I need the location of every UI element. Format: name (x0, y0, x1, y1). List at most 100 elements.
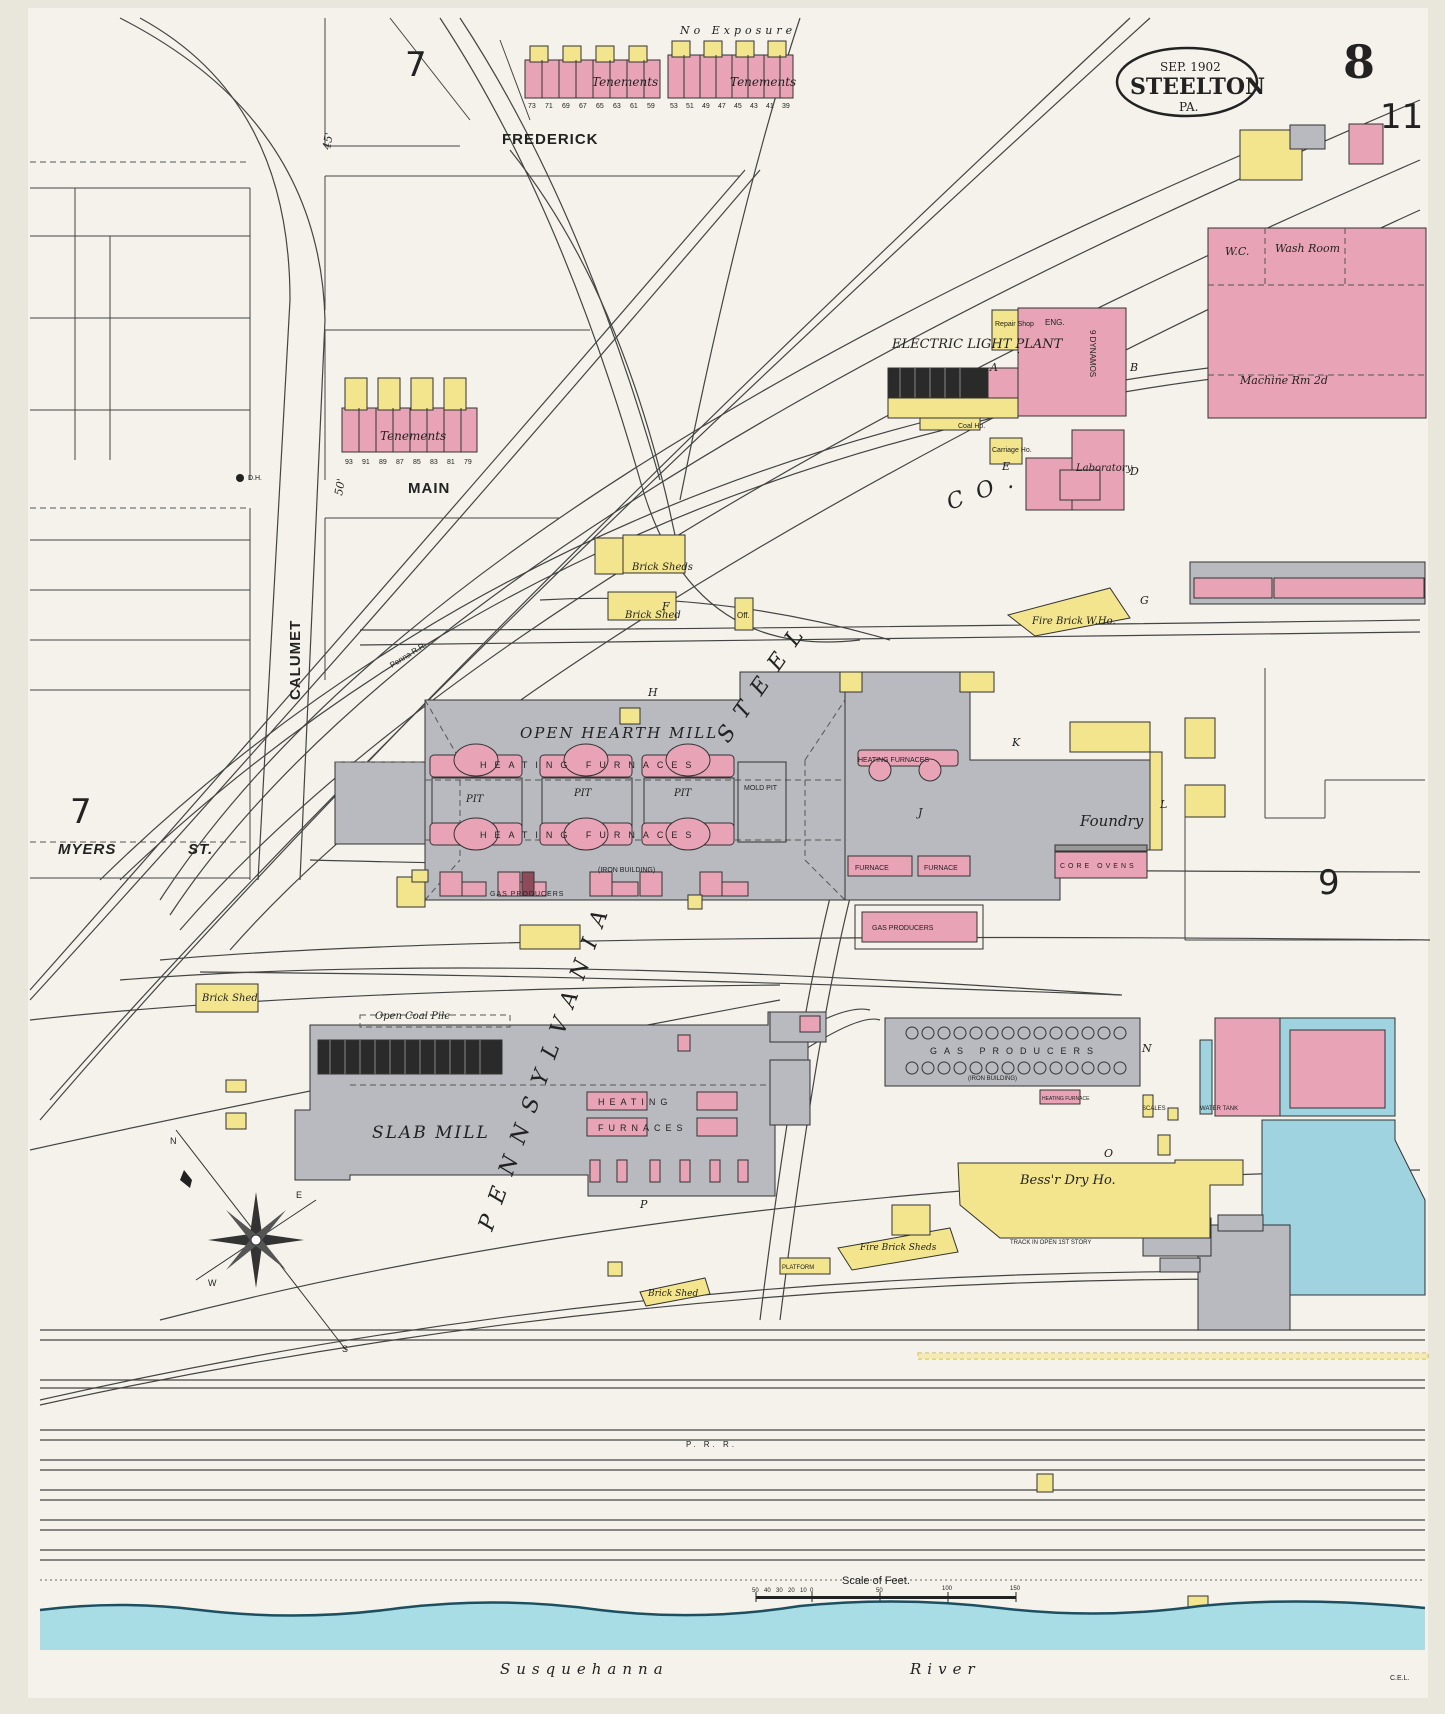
repair-shop-label: Repair Shop (995, 321, 1034, 328)
wash-room-label: Wash Room (1275, 242, 1340, 255)
fire-brick-warehouse (1006, 587, 1131, 637)
carriage-ho-label: Carriage Ho. (992, 447, 1032, 454)
street-label-myers: MYERS (58, 841, 116, 858)
street-label-main: MAIN (408, 480, 450, 497)
coal-ho-label: Coal Ho. (958, 423, 985, 430)
tenements-label-frederick-right: Tenements (730, 75, 796, 89)
wc-label: W.C. (1225, 245, 1249, 258)
furnace-label: FURNACE (924, 865, 958, 872)
river-word-label: River (909, 1660, 981, 1678)
track-in-open-label: TRACK IN OPEN 1ST STORY (1010, 1240, 1091, 1246)
gas-producers-block (884, 1017, 1141, 1105)
section-letter-o: O (1104, 1147, 1113, 1160)
furnace-label: FURNACE (855, 865, 889, 872)
right-shed-row (1189, 561, 1426, 605)
scale-tick: 10 (800, 1588, 807, 1594)
house-number: 45 (734, 103, 742, 110)
iron-building-label-gp: (IRON BUILDING) (968, 1076, 1017, 1082)
house-number: 91 (362, 459, 370, 466)
section-letter-k: K (1011, 736, 1021, 749)
pit-label: PIT (465, 794, 485, 805)
house-number: 83 (430, 459, 438, 466)
section-letters: A B D E F G H J K L N O P (639, 361, 1167, 1211)
machine-room-building (1207, 227, 1427, 419)
house-number: 85 (413, 459, 421, 466)
house-number: 47 (718, 103, 726, 110)
brick-sheds-upper (594, 534, 754, 631)
adjoining-sheet-7-top: 7 (405, 45, 427, 85)
scale-title: Scale of Feet. (842, 1575, 910, 1587)
title-cartouche: SEP. 1902 STEELTON PA. (1115, 46, 1265, 118)
map-state: PA. (1179, 100, 1198, 114)
house-number: 65 (596, 103, 604, 110)
house-number: 43 (750, 103, 758, 110)
gas-producers-label-ohm: GAS PRODUCERS (490, 891, 564, 898)
scale-tick: 0 (810, 1588, 814, 1594)
top-right-small-buildings (1239, 123, 1384, 181)
core-ovens-label: CORE OVENS (1060, 863, 1137, 870)
compass-w: W (208, 1278, 217, 1288)
map-date: SEP. 1902 (1160, 60, 1221, 74)
frederick-tenements-left (524, 45, 661, 99)
house-number: 89 (379, 459, 387, 466)
street-label-frederick: FREDERICK (502, 131, 599, 148)
tenements-label-frederick-left: Tenements (592, 75, 658, 89)
section-letter-d: D (1129, 465, 1139, 478)
frederick-house-numbers: 73 71 69 67 65 63 61 59 53 51 49 47 45 4… (528, 103, 790, 110)
lot-lines (30, 17, 740, 880)
small-shed (225, 1112, 247, 1130)
street-width-45: 45' (320, 131, 336, 151)
adjoining-sheet-7-left: 7 (70, 792, 92, 832)
house-number: 51 (686, 103, 694, 110)
section-letter-b: B (1129, 361, 1138, 374)
furnaces-label: FURNACES (598, 1123, 688, 1133)
house-number: 41 (766, 103, 774, 110)
section-letter-a: A (989, 361, 998, 374)
slab-mill (294, 1011, 827, 1197)
open-hearth-mill (334, 671, 1163, 950)
platform (779, 1257, 831, 1275)
brick-shed-label-upper: Brick Shed (624, 610, 681, 621)
section-letter-j: J (916, 806, 923, 819)
reheating-furnace-label: HEATING FURNACE (1042, 1096, 1090, 1102)
iron-building-label: (IRON BUILDING) (598, 867, 655, 874)
brick-shed-middle-label: Brick Shed (201, 993, 258, 1004)
section-letter-l: L (1159, 798, 1167, 811)
machine-room-label: Machine Rm 2d (1239, 374, 1328, 387)
adjoining-sheet-9: 9 (1318, 863, 1340, 903)
open-coal-pile-label: Open Coal Pile (375, 1011, 450, 1022)
scales-label: SCALES (1142, 1106, 1166, 1112)
house-number: 67 (579, 103, 587, 110)
compass-n: N (170, 1136, 177, 1146)
brick-shed-lower-label: Brick Shed (647, 1289, 698, 1299)
electric-light-plant (887, 307, 1127, 511)
dh-marker (236, 474, 244, 482)
scale-tick: 40 (764, 1588, 771, 1594)
small-shed-right (1184, 717, 1216, 759)
dh-label: D.H. (248, 475, 262, 482)
gas-producers-label-j: GAS PRODUCERS (872, 925, 934, 932)
scale-tick: 100 (942, 1586, 953, 1592)
compass-rose: N S E W (170, 1129, 348, 1354)
brick-shed-middle (195, 983, 259, 1013)
section-letter-g: G (1140, 594, 1149, 607)
street-label-st: ST. (188, 841, 213, 858)
scale-bar: Scale of Feet. 50 40 30 20 10 0 50 100 1… (752, 1575, 1021, 1602)
house-number: 59 (647, 103, 655, 110)
house-number: 53 (670, 103, 678, 110)
scale-tick: 20 (788, 1588, 795, 1594)
pit-label: PIT (573, 788, 593, 799)
small-shed-bottom (1036, 1473, 1054, 1493)
house-number: 73 (528, 103, 536, 110)
main-house-numbers: 93 91 89 87 85 83 81 79 (345, 459, 472, 466)
house-number: 81 (447, 459, 455, 466)
fire-brick-sheds-label: Fire Brick Sheds (859, 1243, 937, 1253)
small-shed (225, 1079, 247, 1093)
office-label: Off. (737, 611, 750, 620)
house-number: 87 (396, 459, 404, 466)
electric-light-plant-label: ELECTRIC LIGHT PLANT (891, 337, 1064, 352)
house-number: 69 (562, 103, 570, 110)
compass-e: E (296, 1190, 302, 1200)
house-number: 93 (345, 459, 353, 466)
